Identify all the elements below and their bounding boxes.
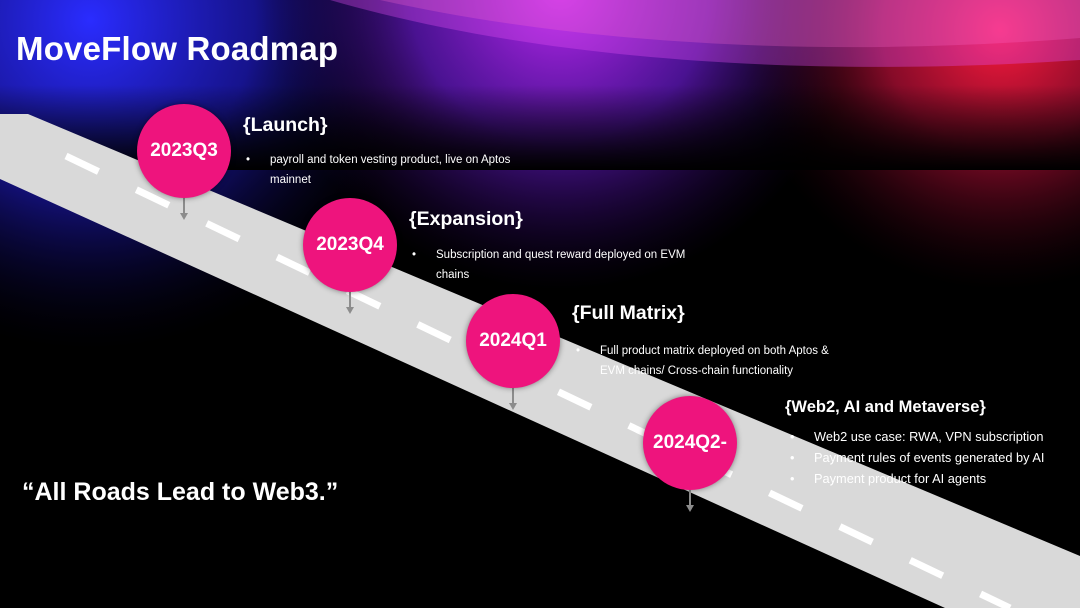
milestone-2023q3-circle: 2023Q3	[137, 104, 231, 198]
pin-arrow	[686, 505, 694, 512]
milestone-2024q2-bullets: Web2 use case: RWA, VPN subscription Pay…	[790, 426, 1078, 489]
pin-stem	[512, 386, 514, 404]
bullet-item: payroll and token vesting product, live …	[246, 150, 546, 190]
tagline-quote: “All Roads Lead to Web3.”	[22, 478, 339, 506]
bullet-item: Payment rules of events generated by AI	[790, 447, 1078, 468]
bullet-item: Subscription and quest reward deployed o…	[412, 245, 712, 285]
milestone-2023q4-bullets: Subscription and quest reward deployed o…	[412, 245, 712, 285]
milestone-2023q3-bullets: payroll and token vesting product, live …	[246, 150, 546, 190]
milestone-2024q2-circle: 2024Q2-	[643, 396, 737, 490]
page-title: MoveFlow Roadmap	[16, 30, 339, 67]
bullet-item: Web2 use case: RWA, VPN subscription	[790, 426, 1078, 447]
milestone-2024q1-circle: 2024Q1	[466, 294, 560, 388]
milestone-2024q2-title: {Web2, AI and Metaverse}	[785, 398, 986, 416]
pin-arrow	[509, 403, 517, 410]
milestone-2023q4-circle: 2023Q4	[303, 198, 397, 292]
bullet-item: Full product matrix deployed on both Apt…	[576, 341, 856, 381]
pin-arrow	[180, 213, 188, 220]
milestone-2023q4-title: {Expansion}	[409, 208, 523, 230]
pin-stem	[689, 488, 691, 506]
milestone-2024q1-title: {Full Matrix}	[572, 302, 685, 324]
bullet-item: Payment product for AI agents	[790, 468, 1078, 489]
milestone-2024q1-bullets: Full product matrix deployed on both Apt…	[576, 341, 856, 381]
pin-stem	[349, 290, 351, 308]
pin-stem	[183, 196, 185, 214]
milestone-2023q3-title: {Launch}	[243, 114, 328, 136]
pin-arrow	[346, 307, 354, 314]
